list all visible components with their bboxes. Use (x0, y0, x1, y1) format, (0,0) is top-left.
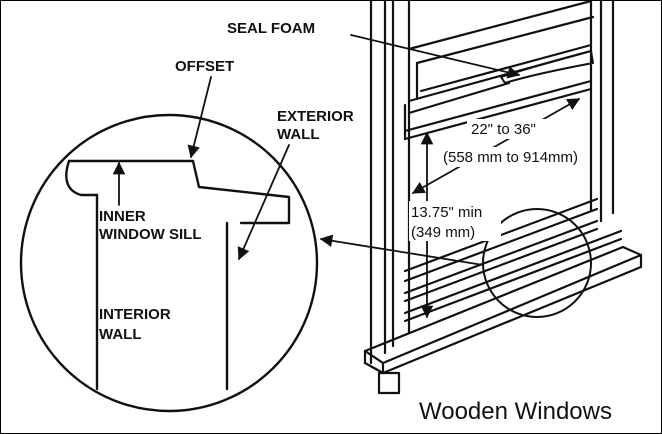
label-exterior-wall-line2: WALL (277, 126, 320, 143)
sill-cross-section (65, 159, 291, 391)
magnifier-source-circle (482, 208, 592, 318)
window-stool (363, 245, 643, 395)
label-offset: OFFSET (175, 58, 234, 75)
seal-foam-strip (500, 50, 594, 84)
label-min-height-metric: (349 mm) (411, 224, 475, 241)
label-min-height: 13.75" min (411, 204, 482, 221)
annotation-arrows (112, 34, 581, 319)
label-exterior-wall-line1: EXTERIOR (277, 108, 354, 125)
label-inner-sill-line1: INNER (99, 208, 146, 225)
label-opening-range-metric: (558 mm to 914mm) (443, 149, 578, 166)
detail-magnified-circle (19, 113, 319, 413)
window-frame (363, 1, 643, 395)
label-inner-sill-line2: WINDOW SILL (99, 226, 201, 243)
label-seal-foam: SEAL FOAM (227, 20, 315, 37)
label-opening-range: 22" to 36" (471, 121, 536, 138)
diagram-caption: Wooden Windows (419, 398, 612, 425)
label-interior-wall-line2: WALL (99, 326, 142, 343)
label-interior-wall-line1: INTERIOR (99, 306, 171, 323)
